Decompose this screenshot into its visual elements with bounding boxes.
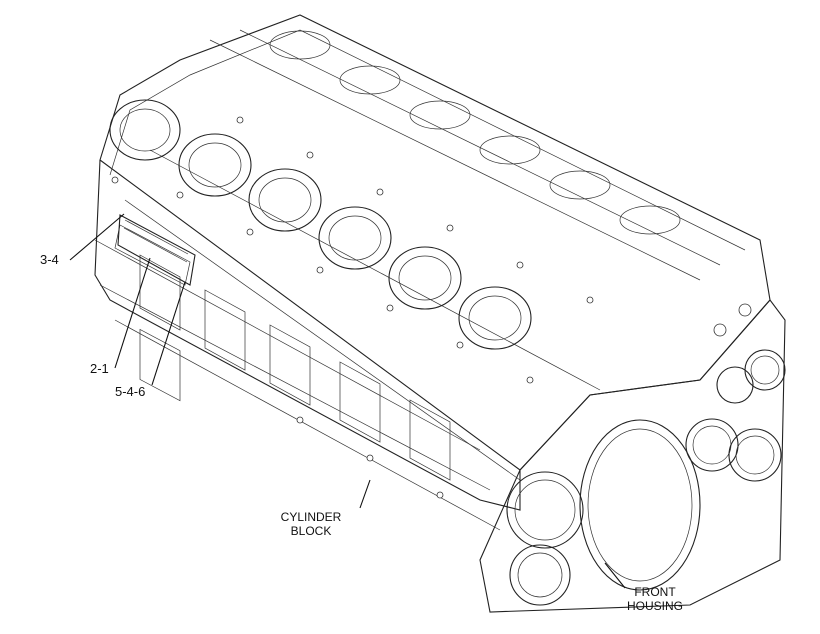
cylinder-block-label-line1: CYLINDER [280, 510, 342, 524]
top-deck [99, 14, 771, 481]
block-side-wall [94, 159, 521, 531]
leader-lines [69, 213, 626, 589]
callout-3-4: 3-4 [40, 252, 59, 267]
side-cover-plate [117, 214, 196, 286]
front-housing-label-line1: FRONT [634, 585, 676, 599]
callout-2-1: 2-1 [90, 361, 109, 376]
front-housing-label: FRONT HOUSING [610, 585, 700, 613]
deck-bolt-holes [111, 116, 594, 499]
cylinder-block-label-line2: BLOCK [290, 524, 332, 538]
callout-5-4-6: 5-4-6 [115, 384, 146, 399]
block-front-face [479, 299, 786, 613]
front-housing-label-line2: HOUSING [626, 599, 683, 613]
cylinder-block-label: CYLINDER BLOCK [270, 510, 352, 538]
cylinder-bores [109, 30, 681, 350]
